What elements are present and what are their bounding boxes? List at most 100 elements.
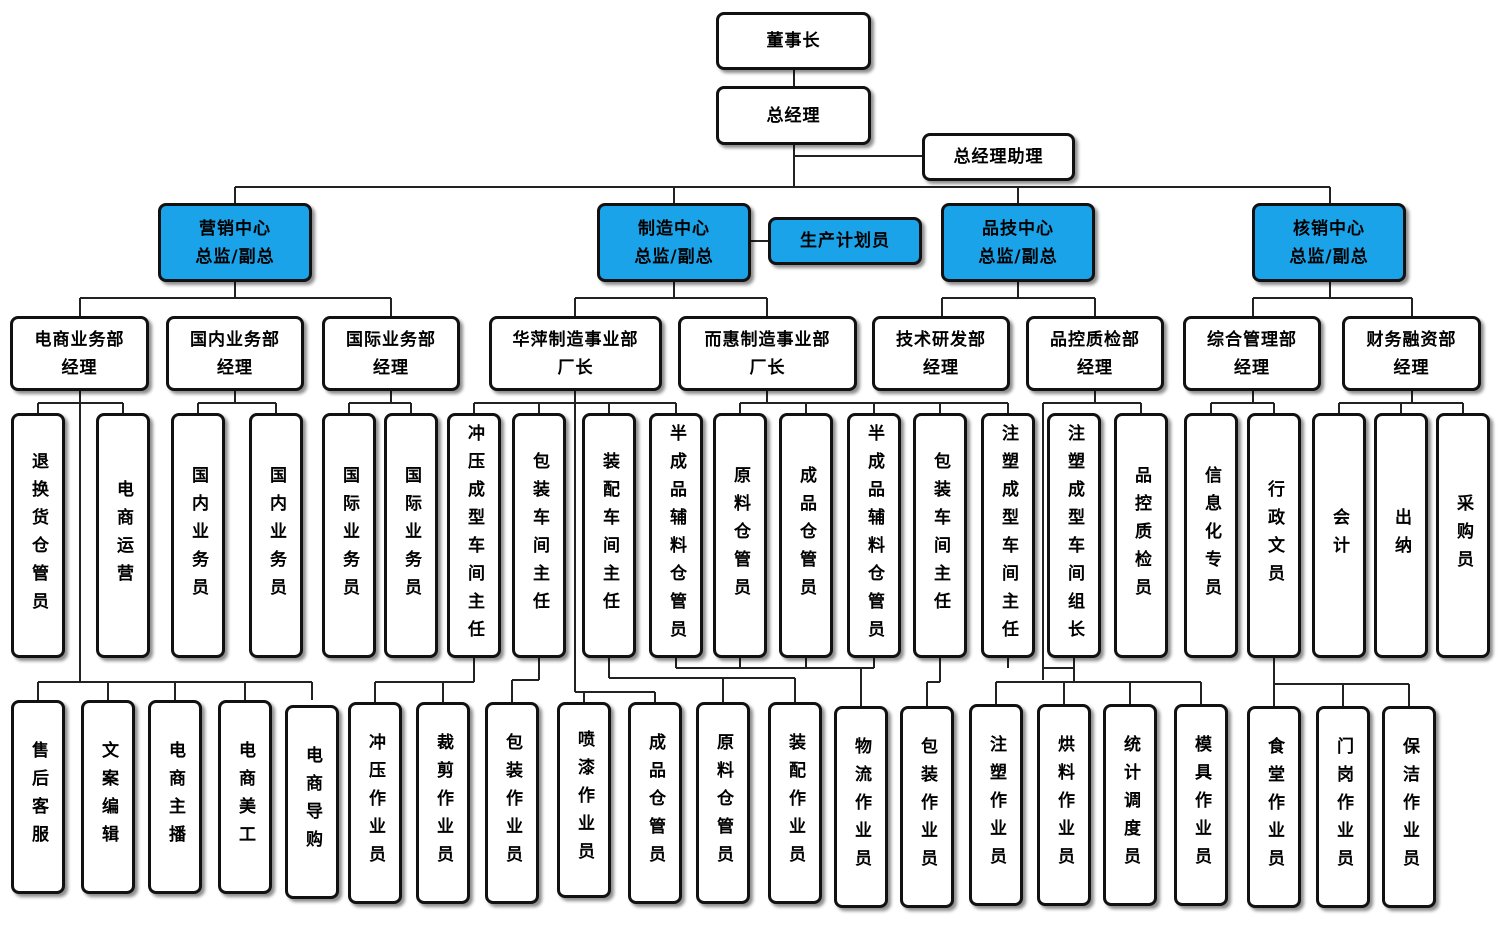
role-accountant-box: 会计: [1312, 413, 1366, 658]
role-scheduler-label: 统计调度员: [1120, 735, 1140, 875]
role-shopping-guide-box: 电商导购: [285, 705, 339, 899]
dept-general-mgmt-label: 综合管理部 经理: [1207, 329, 1297, 378]
role-stamping-supervisor-label: 冲压成型车间主任: [464, 423, 484, 648]
role-after-sales-box: 售后客服: [11, 700, 65, 894]
gm-assistant-label: 总经理助理: [953, 147, 1044, 167]
role-baking-worker-label: 烘料作业员: [1054, 735, 1074, 875]
dept-qc-box: 品控质检部 经理: [1026, 316, 1164, 391]
role-raw-material-keeper-label: 原料仓管员: [713, 733, 733, 873]
general-manager-box: 总经理: [716, 86, 871, 145]
role-semi-material-clerk-2-label: 半成品辅料仓管员: [864, 423, 884, 648]
admin-center-label: 核销中心 总监/副总: [1289, 218, 1369, 267]
role-semi-material-clerk-1-label: 半成品辅料仓管员: [666, 423, 686, 648]
role-domestic-1-box: 国内业务员: [171, 413, 225, 658]
role-purchaser-box: 采购员: [1436, 413, 1490, 658]
dept-erhui-box: 而惠制造事业部 厂长: [678, 316, 857, 391]
admin-center-box: 核销中心 总监/副总: [1252, 203, 1406, 282]
role-finished-goods-clerk-box: 成品仓管员: [779, 413, 833, 658]
role-domestic-2-label: 国内业务员: [266, 465, 286, 606]
dept-domestic-box: 国内业务部 经理: [166, 316, 304, 391]
role-ecom-ops-box: 电商运营: [96, 413, 150, 658]
role-molding-team-lead-label: 注塑成型车间组长: [1064, 423, 1084, 648]
role-cutting-worker-label: 裁剪作业员: [433, 733, 453, 873]
role-accountant-label: 会计: [1329, 507, 1349, 564]
manufacturing-center-box: 制造中心 总监/副总: [597, 203, 751, 282]
production-planner-box: 生产计划员: [768, 217, 922, 265]
dept-rnd-box: 技术研发部 经理: [872, 316, 1010, 391]
role-painting-worker-box: 喷漆作业员: [557, 702, 611, 898]
role-domestic-2-box: 国内业务员: [249, 413, 303, 658]
general-manager-label: 总经理: [766, 105, 821, 126]
role-guard-box: 门岗作业员: [1316, 706, 1370, 908]
role-assembly-supervisor-box: 装配车间主任: [582, 413, 636, 658]
role-raw-material-clerk-label: 原料仓管员: [730, 465, 750, 606]
role-qc-inspector-label: 品控质检员: [1131, 465, 1151, 606]
role-assembly-worker-label: 装配作业员: [785, 733, 805, 873]
role-molding-supervisor-label: 注塑成型车间主任: [998, 423, 1018, 648]
marketing-center-label: 营销中心 总监/副总: [195, 218, 275, 267]
role-packing-supervisor-2-box: 包装车间主任: [913, 413, 967, 658]
dept-domestic-label: 国内业务部 经理: [190, 329, 280, 378]
role-copywriter-label: 文案编辑: [98, 741, 118, 853]
role-live-host-label: 电商主播: [165, 741, 185, 853]
role-injection-worker-box: 注塑作业员: [969, 704, 1023, 906]
marketing-center-box: 营销中心 总监/副总: [158, 203, 312, 282]
dept-erhui-label: 而惠制造事业部 厂长: [704, 329, 831, 378]
role-return-clerk-box: 退换货仓管员: [11, 413, 65, 658]
role-stamping-worker-box: 冲压作业员: [348, 702, 402, 904]
role-live-host-box: 电商主播: [148, 700, 202, 894]
role-designer-label: 电商美工: [235, 741, 255, 853]
role-assembly-supervisor-label: 装配车间主任: [599, 451, 619, 620]
role-packing-supervisor-2-label: 包装车间主任: [930, 451, 950, 620]
role-ecom-ops-label: 电商运营: [113, 479, 133, 592]
tech-center-box: 品技中心 总监/副总: [941, 203, 1095, 282]
role-finished-goods-clerk-label: 成品仓管员: [796, 465, 816, 606]
role-cleaner-label: 保洁作业员: [1399, 737, 1419, 877]
role-purchaser-label: 采购员: [1453, 493, 1473, 578]
dept-ecommerce-box: 电商业务部 经理: [10, 316, 149, 391]
role-packing-worker-2-label: 包装作业员: [917, 737, 937, 877]
role-baking-worker-box: 烘料作业员: [1037, 704, 1091, 906]
role-finished-goods-keeper-box: 成品仓管员: [628, 702, 682, 904]
dept-qc-label: 品控质检部 经理: [1050, 329, 1140, 378]
role-raw-material-clerk-box: 原料仓管员: [713, 413, 767, 658]
role-packing-supervisor-1-box: 包装车间主任: [512, 413, 566, 658]
role-finished-goods-keeper-label: 成品仓管员: [645, 733, 665, 873]
role-domestic-1-label: 国内业务员: [188, 465, 208, 606]
dept-intl-box: 国际业务部 经理: [322, 316, 460, 391]
gm-assistant-box: 总经理助理: [922, 133, 1075, 181]
role-cutting-worker-box: 裁剪作业员: [416, 702, 470, 904]
role-guard-label: 门岗作业员: [1333, 737, 1353, 877]
role-painting-worker-label: 喷漆作业员: [574, 730, 594, 870]
role-shopping-guide-label: 电商导购: [302, 746, 322, 858]
tech-center-label: 品技中心 总监/副总: [978, 218, 1058, 267]
dept-huaping-box: 华萍制造事业部 厂长: [489, 316, 662, 391]
role-logistics-worker-box: 物流作业员: [834, 706, 888, 908]
role-scheduler-box: 统计调度员: [1103, 704, 1157, 906]
dept-rnd-label: 技术研发部 经理: [896, 329, 986, 378]
role-packing-worker-1-box: 包装作业员: [485, 702, 539, 904]
role-designer-box: 电商美工: [218, 700, 272, 894]
role-canteen-worker-label: 食堂作业员: [1264, 737, 1284, 877]
production-planner-label: 生产计划员: [800, 231, 890, 251]
role-cashier-box: 出纳: [1374, 413, 1428, 658]
chairman-label: 董事长: [766, 31, 821, 51]
role-admin-clerk-box: 行政文员: [1247, 413, 1301, 658]
role-injection-worker-label: 注塑作业员: [986, 735, 1006, 875]
role-admin-clerk-label: 行政文员: [1264, 479, 1284, 592]
role-stamping-supervisor-box: 冲压成型车间主任: [447, 413, 501, 658]
dept-general-mgmt-box: 综合管理部 经理: [1183, 316, 1321, 391]
role-cleaner-box: 保洁作业员: [1382, 706, 1436, 908]
chairman-box: 董事长: [716, 12, 871, 70]
dept-ecommerce-label: 电商业务部 经理: [34, 329, 125, 378]
manufacturing-center-label: 制造中心 总监/副总: [634, 218, 714, 267]
role-mold-worker-box: 模具作业员: [1174, 704, 1228, 906]
role-intl-2-box: 国际业务员: [384, 413, 438, 658]
role-stamping-worker-label: 冲压作业员: [365, 733, 385, 873]
role-canteen-worker-box: 食堂作业员: [1247, 706, 1301, 908]
role-packing-supervisor-1-label: 包装车间主任: [529, 451, 549, 620]
role-intl-2-label: 国际业务员: [401, 465, 421, 606]
role-cashier-label: 出纳: [1391, 507, 1411, 564]
role-packing-worker-2-box: 包装作业员: [900, 706, 954, 908]
